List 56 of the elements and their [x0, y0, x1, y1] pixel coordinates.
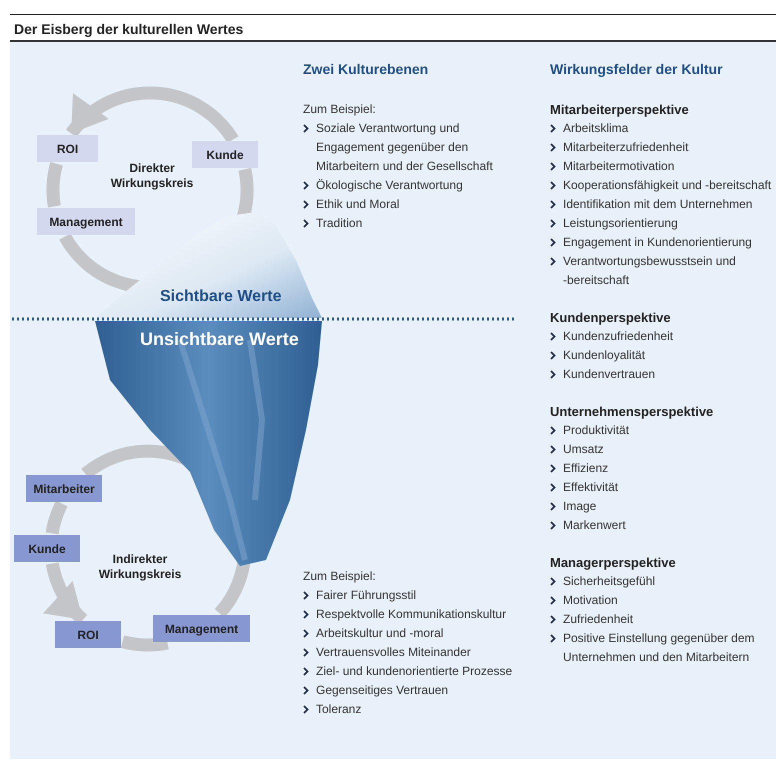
cycle-label: Direkter Wirkungskreis	[110, 161, 194, 191]
list-item: Effizienz	[563, 460, 608, 477]
list-item: Mitarbeiterzufriedenheit	[563, 139, 688, 156]
arrow	[66, 86, 238, 144]
subsection-heading: Managerperspektive	[550, 554, 677, 572]
list-item: Produktivität	[563, 422, 630, 439]
section-heading: Wirkungsfelder der Kultur	[550, 60, 724, 79]
list-item: Kundenzufriedenheit	[563, 328, 674, 345]
list-item: Arbeitskultur und -moral	[316, 625, 444, 642]
list-item: Respektvolle Kommunikationskultur	[316, 606, 506, 623]
intro-text: Zum Beispiel:	[303, 568, 377, 585]
list-item: Arbeitsklima	[563, 120, 628, 137]
list-item: Sicherheitsgefühl	[563, 573, 656, 590]
subsection-heading: Kundenperspektive	[550, 309, 672, 327]
list-item: Vertrauensvolles Miteinander	[316, 644, 471, 661]
label-box: Kunde	[192, 141, 258, 168]
list-item: Leistungsorientierung	[563, 215, 678, 232]
label-box: ROI	[37, 135, 98, 162]
cycle-label: Indirekter Wirkungskreis	[98, 552, 182, 582]
list-item: Verantwortungsbewusstsein und -bereitschaft	[563, 253, 737, 289]
list-item: Image	[563, 498, 596, 515]
list-item: Kooperationsfähigkeit und -bereitschaft	[563, 177, 772, 194]
diagram-title: Der Eisberg der kulturellen Wertes	[14, 20, 244, 39]
list-item: Motivation	[563, 592, 618, 609]
list-item: Ethik und Moral	[316, 196, 400, 213]
list-item: Positive Einstellung gegenüber dem Unternehmen und den Mitarbeitern	[563, 630, 756, 666]
label-box: Kunde	[14, 535, 80, 562]
level-label: Sichtbare Werte	[160, 287, 282, 307]
label-box: ROI	[55, 621, 121, 648]
list-item: Tradition	[316, 215, 362, 232]
list-item: Fairer Führungsstil	[316, 587, 416, 604]
list-item: Effektivität	[563, 479, 618, 496]
list-item: Toleranz	[316, 701, 362, 718]
list-item: Markenwert	[563, 517, 626, 534]
section-heading: Zwei Kulturebenen	[303, 60, 430, 79]
list-item: Kundenvertrauen	[563, 366, 656, 383]
label-box: Management	[153, 615, 250, 642]
connector-arc	[46, 500, 68, 535]
list-item: Soziale Verantwortung und Engagement gegenüber den Mitarbeitern und der Gesellschaft	[316, 120, 494, 175]
subsection-heading: Unternehmensperspektive	[550, 403, 714, 421]
subsection-heading: Mitarbeiterperspektive	[550, 101, 690, 119]
list-item: Gegenseitiges Vertrauen	[316, 682, 448, 699]
intro-text: Zum Beispiel:	[303, 101, 377, 118]
label-box: Management	[37, 208, 135, 235]
level-label: Unsichtbare Werte	[140, 328, 299, 351]
list-item: Ziel- und kundenorientierte Prozesse	[316, 663, 512, 680]
connector-arc	[121, 635, 168, 652]
label-box: Mitarbeiter	[26, 475, 102, 502]
list-item: Engagement in Kundenorientierung	[563, 234, 752, 251]
list-item: Mitarbeitermotivation	[563, 158, 674, 175]
connector-arc	[46, 162, 63, 208]
list-item: Kundenloyalität	[563, 347, 646, 364]
list-item: Ökologische Verantwortung	[316, 177, 463, 194]
list-item: Zufriedenheit	[563, 611, 634, 628]
list-item: Umsatz	[563, 441, 604, 458]
list-item: Identifikation mit dem Unternehmen	[563, 196, 752, 213]
